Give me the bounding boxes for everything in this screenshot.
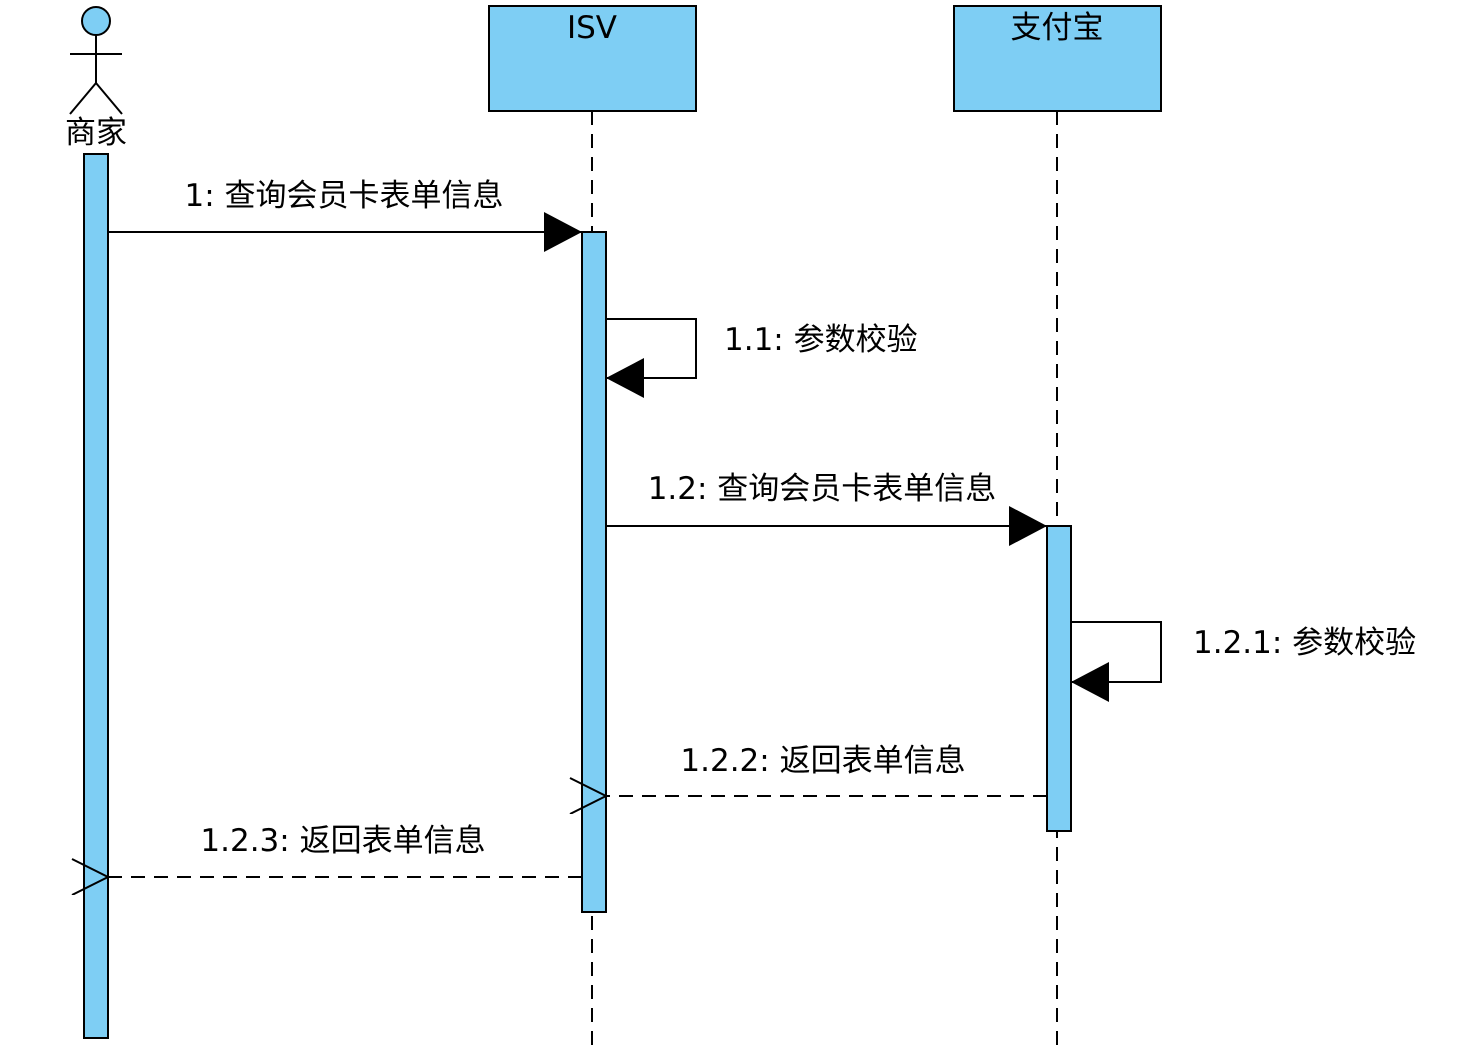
self-message-arrow (1071, 621, 1162, 702)
message-1-2-1: 1.2.1: 参数校验 (1071, 621, 1416, 702)
actor-merchant: 商家 (65, 6, 127, 151)
participant-label-alipay: 支付宝 (1011, 10, 1104, 46)
stick-figure-actor-icon (69, 6, 123, 115)
activation-bar-alipay (1046, 525, 1072, 832)
activation-bar-merchant (83, 153, 109, 1039)
actor-label: 商家 (65, 115, 127, 151)
message-1-2: 1.2: 查询会员卡表单信息 (606, 471, 1047, 546)
self-message-arrow (606, 318, 697, 398)
message-label: 1.1: 参数校验 (724, 322, 918, 358)
message-label: 1.2.3: 返回表单信息 (200, 823, 485, 859)
message-1: 1: 查询会员卡表单信息 (108, 178, 582, 252)
participant-alipay: 支付宝 (953, 5, 1162, 112)
activation-bar-isv (581, 231, 607, 913)
participant-isv: ISV (488, 5, 697, 112)
message-1-1: 1.1: 参数校验 (606, 318, 918, 398)
message-1-2-3: 1.2.3: 返回表单信息 (108, 823, 582, 877)
participant-label-isv: ISV (567, 10, 617, 46)
message-label: 1.2.2: 返回表单信息 (680, 743, 965, 779)
message-label: 1: 查询会员卡表单信息 (184, 178, 503, 214)
message-1-2-2: 1.2.2: 返回表单信息 (606, 743, 1047, 796)
message-label: 1.2.1: 参数校验 (1193, 625, 1416, 661)
message-label: 1.2: 查询会员卡表单信息 (648, 471, 997, 507)
